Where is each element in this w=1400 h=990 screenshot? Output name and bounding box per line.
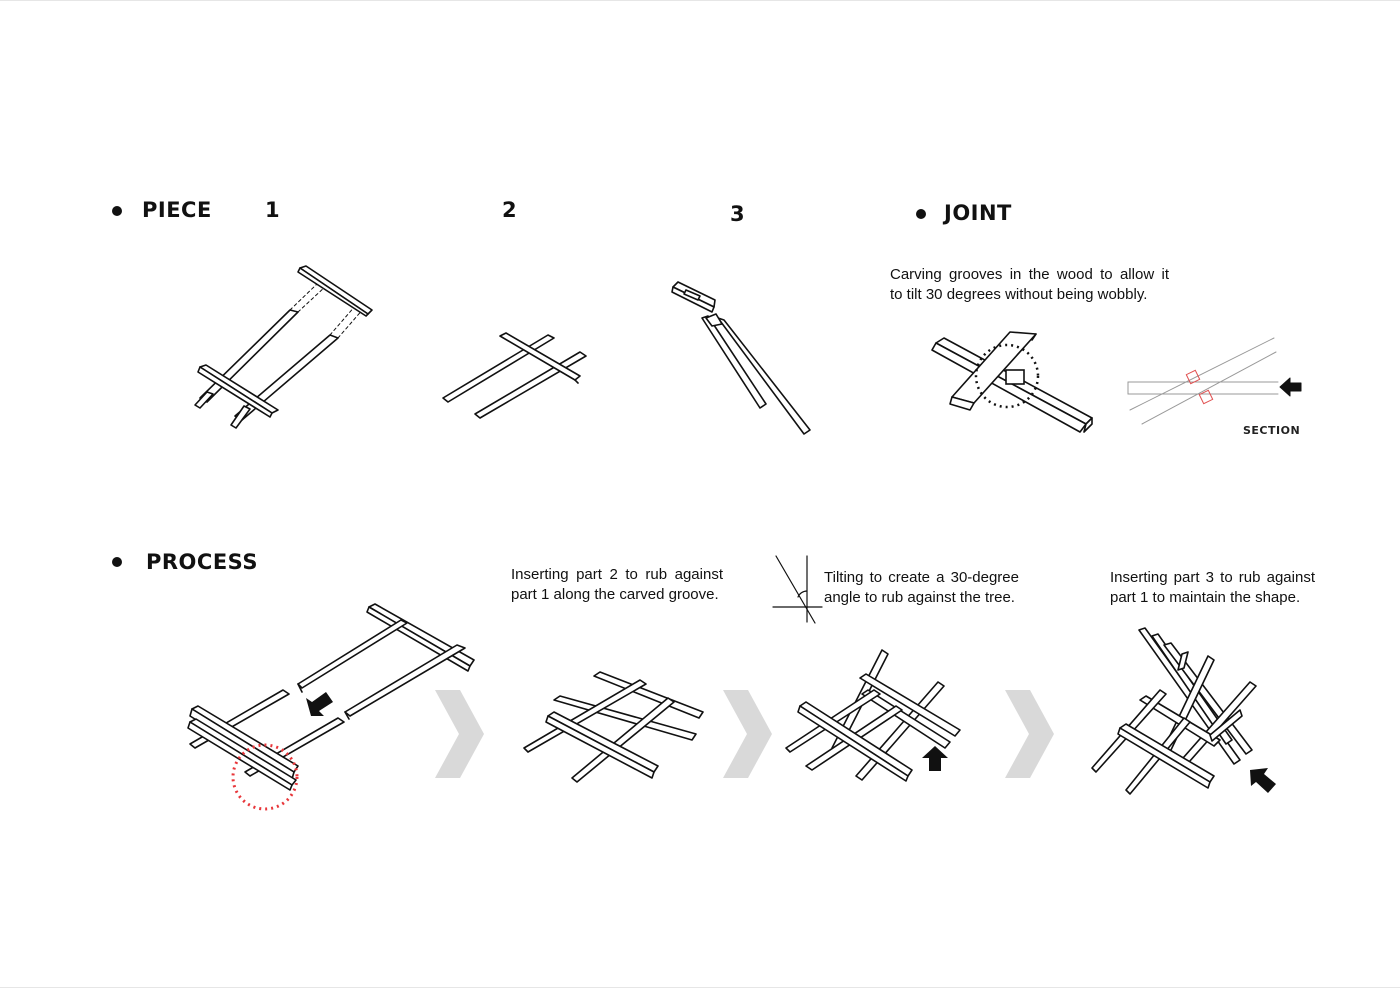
- process-step-2-caption: Inserting part 2 to rub against part 1 a…: [511, 565, 723, 605]
- joint-caption: Carving grooves in the wood to allow it …: [890, 265, 1169, 305]
- section-label: SECTION: [1243, 424, 1301, 437]
- page-top-border: [0, 0, 1400, 1]
- process-insert-arrow: [306, 692, 333, 716]
- process-bullet: [112, 557, 122, 567]
- piece-number-1: 1: [265, 198, 280, 222]
- joint-caption-line-1: Carving grooves in the wood to allow it: [890, 266, 1169, 283]
- piece-number-3: 3: [730, 202, 745, 226]
- process-step-4-caption: Inserting part 3 to rub against part 1 t…: [1110, 568, 1315, 608]
- process-highlight-circle: [231, 743, 299, 811]
- process-step-2-line-1: Inserting part 2 to rub against: [511, 566, 723, 583]
- joint-heading: JOINT: [944, 201, 1012, 225]
- joint-detail-circle: [974, 343, 1040, 409]
- page-bottom-border: [0, 987, 1400, 988]
- process-step-3-line-1: Tilting to create a 30-degree: [824, 569, 1019, 586]
- joint-bullet: [916, 209, 926, 219]
- process-step-4-line-2: part 1 to maintain the shape.: [1110, 589, 1301, 606]
- piece-bullet: [112, 206, 122, 216]
- process-step-3-line-2: angle to rub against the tree.: [824, 589, 1015, 606]
- piece-heading: PIECE: [142, 198, 212, 222]
- process-heading: PROCESS: [146, 550, 258, 574]
- process-tilt-arrow: [922, 746, 948, 771]
- piece-number-2: 2: [502, 198, 517, 222]
- process-step-2-line-2: part 1 along the carved groove.: [511, 586, 719, 603]
- process-insert-part3-arrow: [1250, 768, 1276, 793]
- process-step-3-caption: Tilting to create a 30-degree angle to r…: [824, 568, 1019, 608]
- process-step-4-line-1: Inserting part 3 to rub against: [1110, 569, 1315, 586]
- joint-section-arrow: [1279, 377, 1302, 397]
- joint-caption-line-2: to tilt 30 degrees without being wobbly.: [890, 286, 1148, 303]
